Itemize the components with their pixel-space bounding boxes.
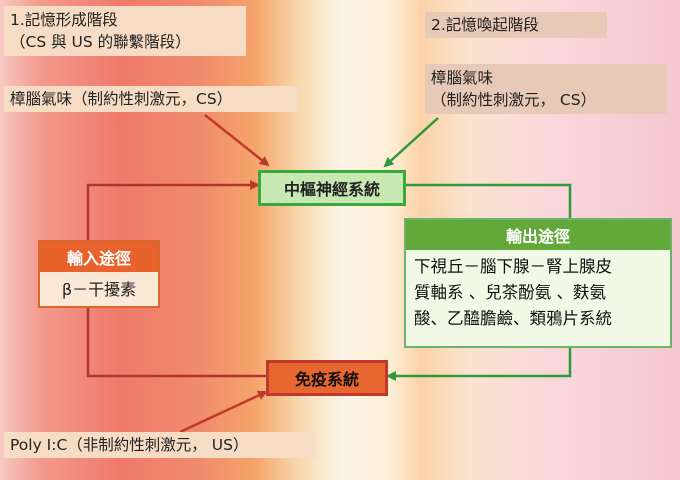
stage2-title: 2.記憶喚起階段 xyxy=(431,16,539,34)
output-pathway-panel: 輸出途徑 下視丘－腦下腺－腎上腺皮 質軸系 、兒茶酚氨 、麩氨 酸、乙醯膽鹼、類… xyxy=(404,218,672,348)
stage1-subtitle: （CS 與 US 的聯繫階段） xyxy=(10,33,191,51)
input-pathway-content: β－干擾素 xyxy=(61,280,137,299)
input-pathway-panel: 輸入途徑 β－干擾素 xyxy=(38,240,160,308)
cs-left-label: 樟腦氣味（制約性刺激元，CS） xyxy=(4,86,298,112)
immune-system-box: 免疫系統 xyxy=(266,360,388,396)
us-label: Poly I:C（非制約性刺激元， US） xyxy=(4,432,316,458)
cs-right-subtitle: （制約性刺激元， CS） xyxy=(431,91,597,109)
cns-label: 中樞神經系統 xyxy=(283,180,380,199)
output-line-2: 質軸系 、兒茶酚氨 、麩氨 xyxy=(414,283,606,302)
output-pathway-title: 輸出途徑 xyxy=(406,220,670,250)
output-line-3: 酸、乙醯膽鹼、類鴉片系統 xyxy=(414,309,612,328)
cs-left-arrow xyxy=(204,114,270,167)
us-text: Poly I:C（非制約性刺激元， US） xyxy=(10,436,249,454)
us-arrow xyxy=(179,390,268,434)
output-pathway-content: 下視丘－腦下腺－腎上腺皮 質軸系 、兒茶酚氨 、麩氨 酸、乙醯膽鹼、類鴉片系統 xyxy=(406,250,670,336)
input-pathway-title: 輸入途徑 xyxy=(40,242,158,272)
cs-left-text: 樟腦氣味（制約性刺激元，CS） xyxy=(10,90,233,108)
cs-right-title: 樟腦氣味 xyxy=(431,69,494,87)
stage1-title: 1.記憶形成階段 xyxy=(10,11,118,29)
cs-right-arrow xyxy=(383,117,439,168)
stage1-label: 1.記憶形成階段 （CS 與 US 的聯繫階段） xyxy=(4,6,246,56)
cns-box: 中樞神經系統 xyxy=(258,170,406,206)
immune-label: 免疫系統 xyxy=(294,370,359,389)
stage2-label: 2.記憶喚起階段 xyxy=(425,12,607,38)
cs-right-label: 樟腦氣味 （制約性刺激元， CS） xyxy=(425,64,667,114)
output-line-1: 下視丘－腦下腺－腎上腺皮 xyxy=(414,257,612,276)
